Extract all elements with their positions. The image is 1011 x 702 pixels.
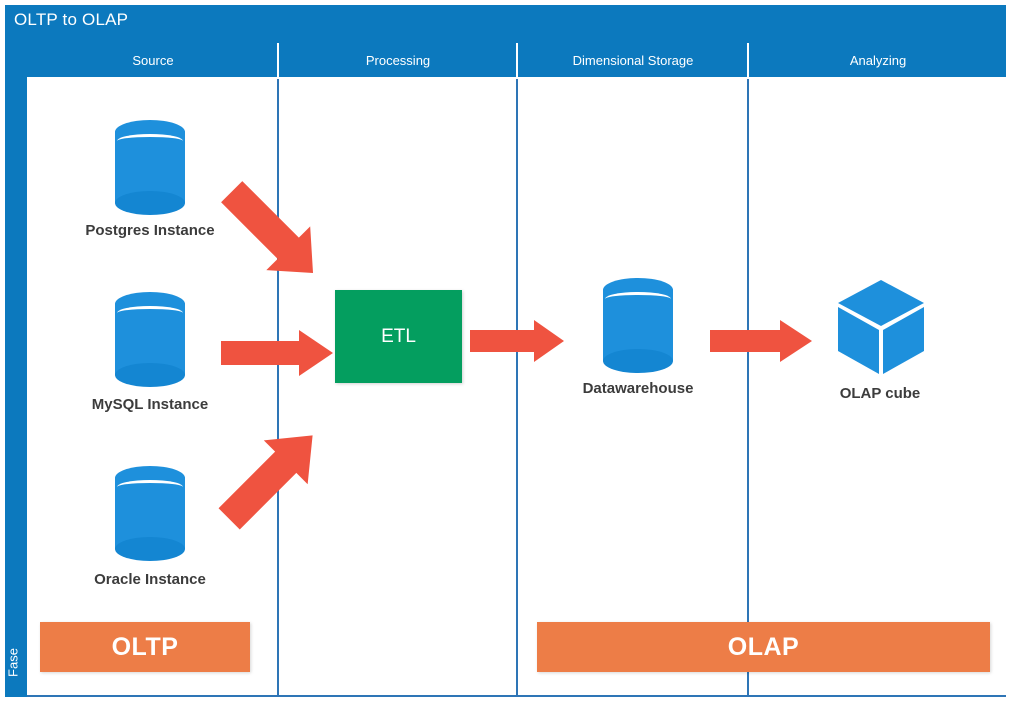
column-divider-1 xyxy=(277,79,279,697)
column-divider-2 xyxy=(516,79,518,697)
arrow-postgres-to-etl xyxy=(205,165,340,300)
database-cylinder-icon xyxy=(115,466,185,561)
mysql-instance-label: MySQL Instance xyxy=(91,396,209,413)
column-header-dimensional-storage: Dimensional Storage xyxy=(572,52,694,68)
postgres-instance-label: Postgres Instance xyxy=(85,222,215,239)
arrow-etl-to-datawarehouse xyxy=(470,320,564,362)
column-divider-3 xyxy=(747,79,749,697)
cube-3d-icon xyxy=(838,280,924,374)
etl-label: ETL xyxy=(381,325,416,347)
arrow-datawarehouse-to-cube xyxy=(710,320,812,362)
olap-band-label: OLAP xyxy=(727,632,800,661)
phase-axis-label: Fase xyxy=(5,648,21,677)
olap-band: OLAP xyxy=(537,622,990,672)
header-separator-1 xyxy=(277,43,279,77)
database-cylinder-icon xyxy=(115,292,185,387)
frame-left-rail xyxy=(5,5,27,697)
oracle-instance-label: Oracle Instance xyxy=(94,571,206,588)
column-header-processing: Processing xyxy=(365,52,431,68)
etl-process-box: ETL xyxy=(335,290,462,383)
header-separator-2 xyxy=(516,43,518,77)
oltp-band-label: OLTP xyxy=(111,632,179,661)
olap-cube-label: OLAP cube xyxy=(839,385,921,402)
header-separator-3 xyxy=(747,43,749,77)
frame-title-bar xyxy=(5,5,1006,43)
column-header-analyzing: Analyzing xyxy=(849,52,907,68)
arrow-oracle-to-etl xyxy=(203,400,343,550)
datawarehouse-label: Datawarehouse xyxy=(582,380,694,397)
diagram-title: OLTP to OLAP xyxy=(14,10,129,29)
database-cylinder-icon xyxy=(115,120,185,215)
database-cylinder-icon xyxy=(603,278,673,373)
arrow-mysql-to-etl xyxy=(221,330,333,376)
column-header-source: Source xyxy=(132,52,174,68)
oltp-band: OLTP xyxy=(40,622,250,672)
